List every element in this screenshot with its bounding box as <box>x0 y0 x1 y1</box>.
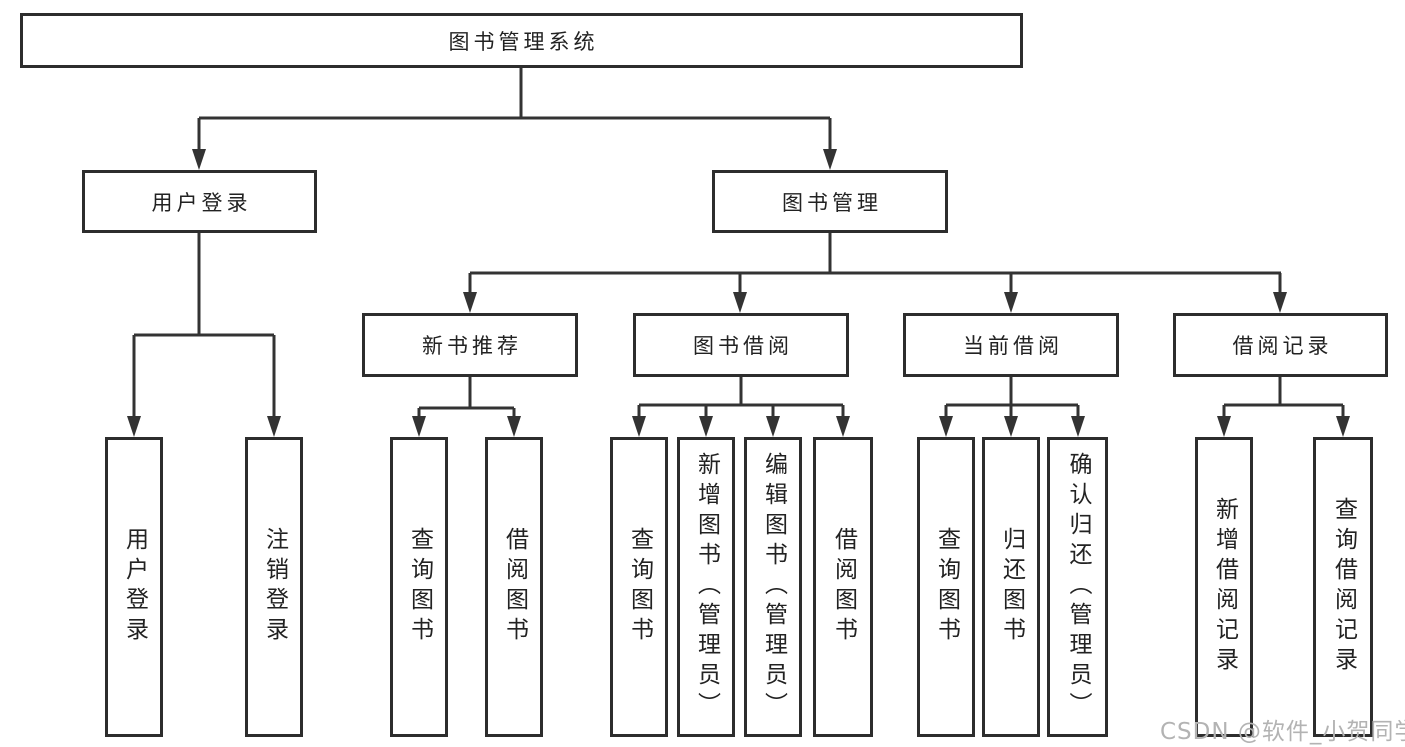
node-label: 图书管理系统 <box>448 29 599 54</box>
node-label: 借阅图书 <box>830 527 857 647</box>
connector-recommend-to-leaves <box>412 377 521 437</box>
node-current-borrowing: 当前借阅 <box>903 313 1119 377</box>
node-borrowing-records: 借阅记录 <box>1173 313 1388 377</box>
node-label: 新增借阅记录 <box>1211 497 1238 677</box>
leaf-edit-books-admin: 编辑图书（管理员） <box>744 437 802 737</box>
node-book-management: 图书管理 <box>712 170 948 233</box>
node-label: 图书借阅 <box>693 334 793 358</box>
connector-borrowing-to-leaves <box>632 377 850 437</box>
leaf-query-books-1: 查询图书 <box>390 437 448 737</box>
node-label: 注销登录 <box>261 527 288 647</box>
node-label: 借阅记录 <box>1232 334 1333 358</box>
node-label: 当前借阅 <box>963 334 1063 358</box>
leaf-user-login: 用户登录 <box>105 437 163 737</box>
node-system-root: 图书管理系统 <box>20 13 1023 68</box>
leaf-confirm-return-admin: 确认归还（管理员） <box>1047 437 1108 737</box>
node-label: 用户登录 <box>121 527 148 647</box>
leaf-add-books-admin: 新增图书（管理员） <box>677 437 735 737</box>
leaf-query-books-2: 查询图书 <box>610 437 668 737</box>
node-label: 查询借阅记录 <box>1330 497 1357 677</box>
node-label: 确认归还（管理员） <box>1065 452 1091 722</box>
node-label: 用户登录 <box>151 190 252 215</box>
leaf-borrow-books-2: 借阅图书 <box>813 437 873 737</box>
node-label: 新书推荐 <box>422 334 522 358</box>
node-label: 查询图书 <box>406 527 433 647</box>
node-label: 编辑图书（管理员） <box>760 452 787 722</box>
node-label: 归还图书 <box>998 527 1025 647</box>
node-label: 借阅图书 <box>501 527 528 647</box>
node-label: 图书管理 <box>782 190 882 215</box>
connector-login-to-leaves <box>127 233 281 437</box>
node-label: 新增图书（管理员） <box>693 452 720 722</box>
leaf-add-borrow-record: 新增借阅记录 <box>1195 437 1253 737</box>
connector-management-to-level3 <box>463 233 1287 313</box>
leaf-borrow-books-1: 借阅图书 <box>485 437 543 737</box>
node-book-borrowing: 图书借阅 <box>633 313 849 377</box>
csdn-watermark: CSDN @软件_小贺同学 <box>1160 719 1405 745</box>
connector-records-to-leaves <box>1217 377 1350 437</box>
node-new-book-recommend: 新书推荐 <box>362 313 578 377</box>
leaf-query-books-3: 查询图书 <box>917 437 975 737</box>
node-label: 查询图书 <box>626 527 653 647</box>
connector-root-to-level2 <box>192 68 837 170</box>
leaf-logout: 注销登录 <box>245 437 303 737</box>
connector-current-to-leaves <box>939 377 1085 437</box>
leaf-query-borrow-record: 查询借阅记录 <box>1313 437 1373 737</box>
node-label: 查询图书 <box>933 527 960 647</box>
node-user-login: 用户登录 <box>82 170 317 233</box>
leaf-return-books: 归还图书 <box>982 437 1040 737</box>
